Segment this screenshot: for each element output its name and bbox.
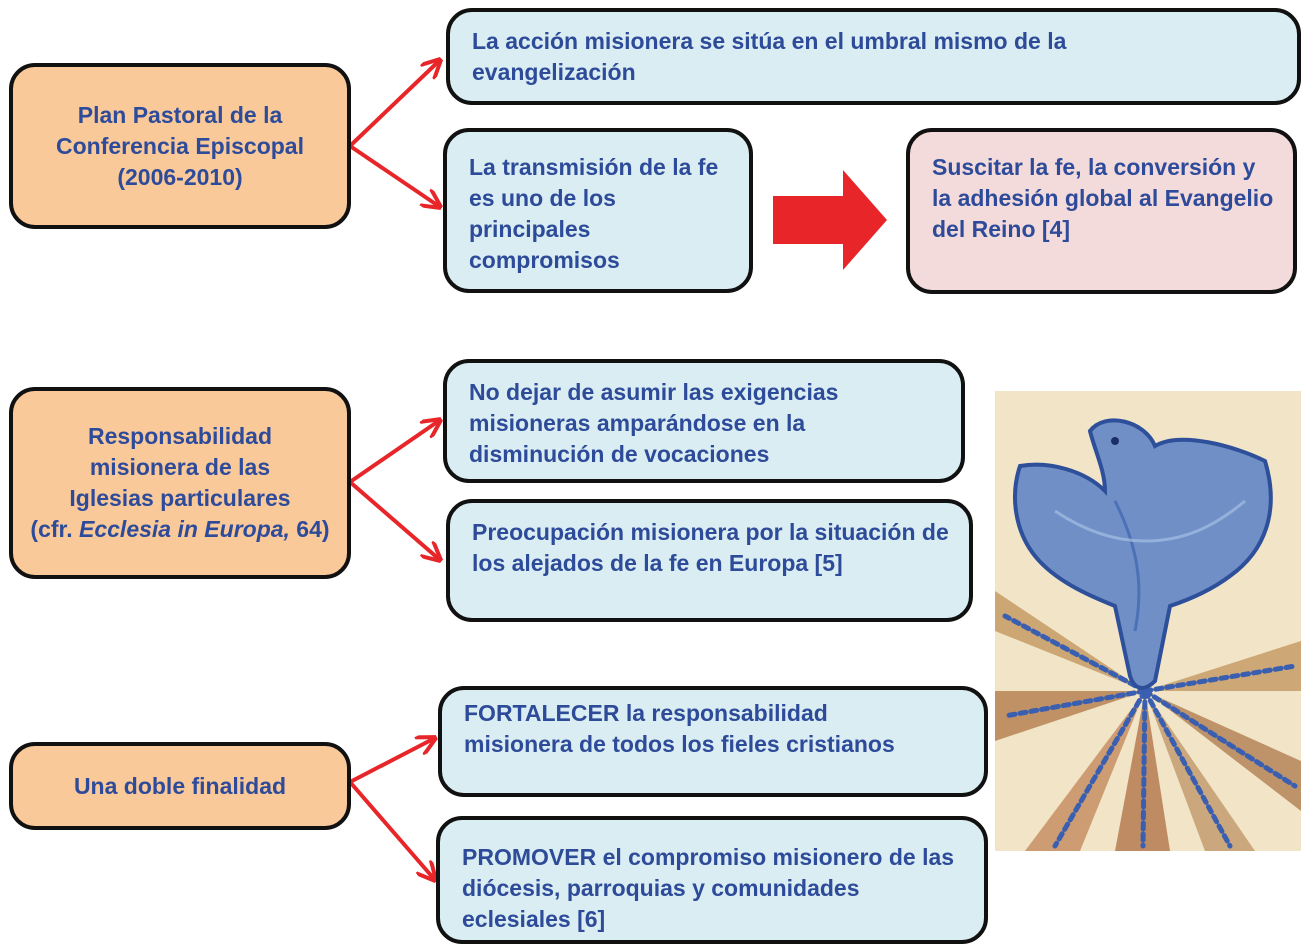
arrow-g1-top: [348, 60, 440, 148]
arrow-g2-bottom: [348, 480, 440, 560]
source-line: Iglesias particulares: [69, 485, 291, 511]
target-text: La transmisión de la fe es uno de los pr…: [469, 154, 719, 273]
arrow-g1-bottom: [348, 144, 440, 207]
target-box-promover: PROMOVER el compromiso misionero de las …: [436, 816, 988, 944]
target-text: FORTALECER la responsabilidad misionera …: [464, 700, 895, 757]
source-line: Responsabilidad: [87, 423, 273, 449]
dove-illustration: [995, 391, 1301, 851]
source-citation: (cfr. Ecclesia in Europa, 64): [30, 514, 329, 545]
target-box-transmision-fe: La transmisión de la fe es uno de los pr…: [443, 128, 753, 293]
source-text: Una doble finalidad: [73, 772, 287, 799]
target-box-accion-misionera: La acción misionera se sitúa en el umbra…: [446, 8, 1301, 105]
dove-icon: [995, 391, 1301, 851]
citation-suffix: 64): [289, 516, 330, 542]
target-box-fortalecer: FORTALECER la responsabilidad misionera …: [438, 686, 988, 797]
source-text: Plan Pastoral de la Conferencia Episcopa…: [56, 101, 304, 190]
source-text: Responsabilidad misionera de las Iglesia…: [18, 421, 341, 545]
citation-prefix: (cfr.: [30, 516, 79, 542]
source-box-doble-finalidad: Una doble finalidad: [9, 742, 351, 830]
target-text: PROMOVER el compromiso misionero de las …: [462, 844, 955, 932]
result-text: Suscitar la fe, la conversión y la adhes…: [932, 154, 1274, 242]
arrow-g3-bottom: [348, 780, 435, 880]
source-box-plan-pastoral: Plan Pastoral de la Conferencia Episcopa…: [9, 63, 351, 229]
target-text: Preocupación misionera por la situación …: [472, 519, 949, 576]
arrow-g2-top: [348, 420, 440, 484]
target-text: La acción misionera se sitúa en el umbra…: [472, 28, 1067, 85]
result-box-suscitar-fe: Suscitar la fe, la conversión y la adhes…: [906, 128, 1297, 294]
arrow-g3-top: [349, 738, 435, 784]
source-line: misionera de las: [89, 454, 271, 480]
citation-title: Ecclesia in Europa,: [79, 516, 290, 542]
target-box-alejados: Preocupación misionera por la situación …: [446, 499, 973, 622]
source-box-responsabilidad: Responsabilidad misionera de las Iglesia…: [9, 387, 351, 579]
target-box-exigencias: No dejar de asumir las exigencias mision…: [443, 359, 965, 483]
target-text: No dejar de asumir las exigencias mision…: [469, 379, 839, 467]
block-arrow: [773, 170, 887, 270]
